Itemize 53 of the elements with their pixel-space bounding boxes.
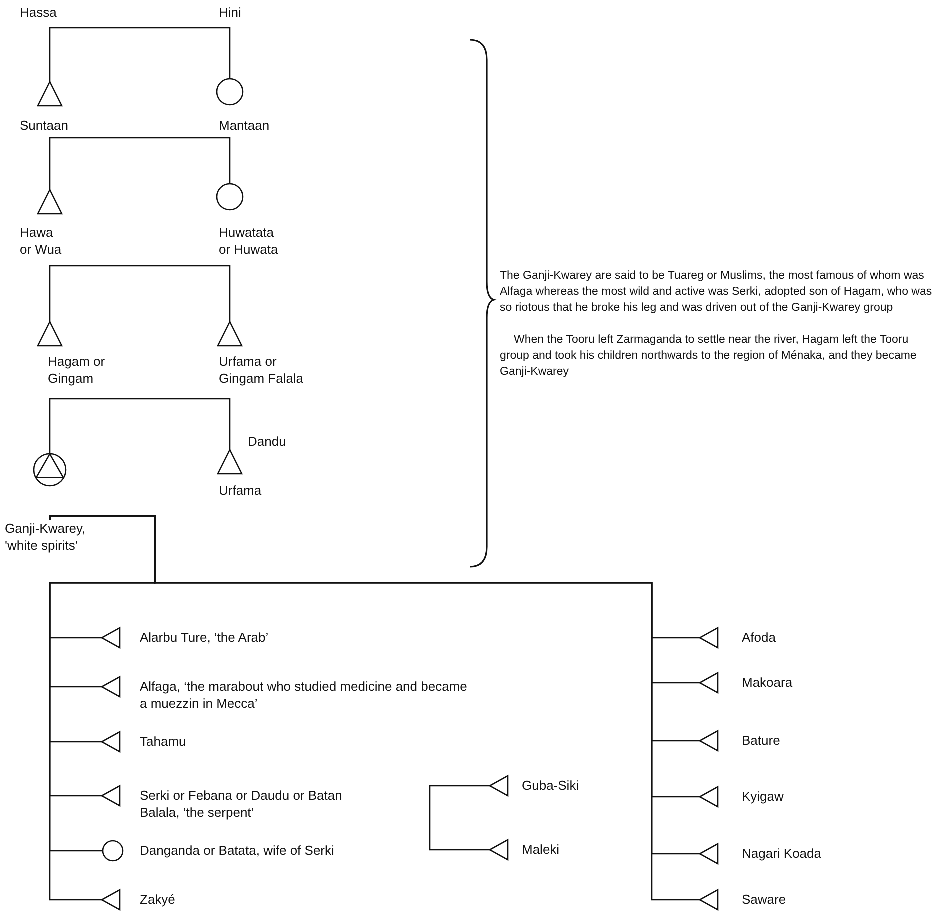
person-name: Afoda	[742, 629, 777, 646]
person-name: Alarbu Ture, ‘the Arab’	[140, 629, 270, 646]
person-name: Bature	[742, 732, 782, 749]
circle-symbol	[217, 184, 243, 210]
triangle-symbol	[490, 840, 508, 860]
person-name: Huwatata or Huwata	[219, 224, 280, 258]
person-name: Hassa	[20, 4, 58, 21]
person-name: Alfaga, ‘the marabout who studied medicine and became a muezzin in Mecca’	[140, 678, 468, 712]
triangle-symbol	[700, 890, 718, 910]
triangle-symbol	[700, 628, 718, 648]
triangle-symbol	[102, 677, 120, 697]
person-name: Danganda or Batata, wife of Serki	[140, 842, 336, 859]
triangle-symbol	[218, 450, 242, 474]
note-paragraph: The Ganji-Kwarey are said to be Tuareg or Muslims, the most famous of whom was Alfaga whereas the most wild and active was Serki, adopted son of Hagam, who was so riotous that he broke his leg and was driven out of the Ganji-Kwarey group	[500, 269, 934, 316]
circle-symbol	[103, 841, 123, 861]
person-name: Guba-Siki	[522, 777, 580, 794]
kinship-line	[49, 265, 231, 322]
person-name: Kyigaw	[742, 788, 785, 805]
kinship-line	[49, 137, 231, 190]
triangle-symbol	[38, 82, 62, 106]
person-name: Zakyé	[140, 891, 176, 908]
group-label: Ganji-Kwarey, 'white spirits'	[5, 520, 115, 554]
triangle-symbol	[218, 322, 242, 346]
triangle-symbol	[490, 776, 508, 796]
person-name: Hini	[219, 4, 242, 21]
person-name: Mantaan	[219, 117, 271, 134]
triangle-symbol	[700, 787, 718, 807]
person-name: Saware	[742, 891, 788, 908]
triangle-symbol	[700, 673, 718, 693]
person-name: Urfama	[219, 482, 263, 499]
person-name: Hawa or Wua	[20, 224, 63, 258]
person-name: Dandu	[248, 433, 288, 450]
person-name: Makoara	[742, 674, 794, 691]
kinship-line	[49, 27, 231, 82]
triangle-symbol	[102, 732, 120, 752]
person-name: Maleki	[522, 841, 561, 858]
kinship-line	[49, 398, 231, 454]
triangle-symbol	[102, 786, 120, 806]
person-name: Suntaan	[20, 117, 70, 134]
triangle-symbol	[38, 322, 62, 346]
circle-symbol	[217, 79, 243, 105]
person-name: Hagam or Gingam	[48, 353, 106, 387]
note-paragraph: When the Tooru left Zarmaganda to settle near the river, Hagam left the Tooru group and took his children northwards to the region of Ménaka, and they became Ganji-Kwarey	[500, 333, 918, 380]
person-name: Serki or Febana or Daudu or Batan Balala, ‘the serpent’	[140, 787, 344, 821]
person-name: Tahamu	[140, 733, 188, 750]
triangle-symbol	[700, 844, 718, 864]
person-name: Urfama or Gingam Falala	[219, 353, 305, 387]
kinship-line	[429, 785, 490, 851]
triangle-symbol	[700, 731, 718, 751]
triangle-symbol	[102, 890, 120, 910]
triangle-symbol	[102, 628, 120, 648]
triangle-symbol	[38, 190, 62, 214]
person-name: Nagari Koada	[742, 845, 822, 862]
